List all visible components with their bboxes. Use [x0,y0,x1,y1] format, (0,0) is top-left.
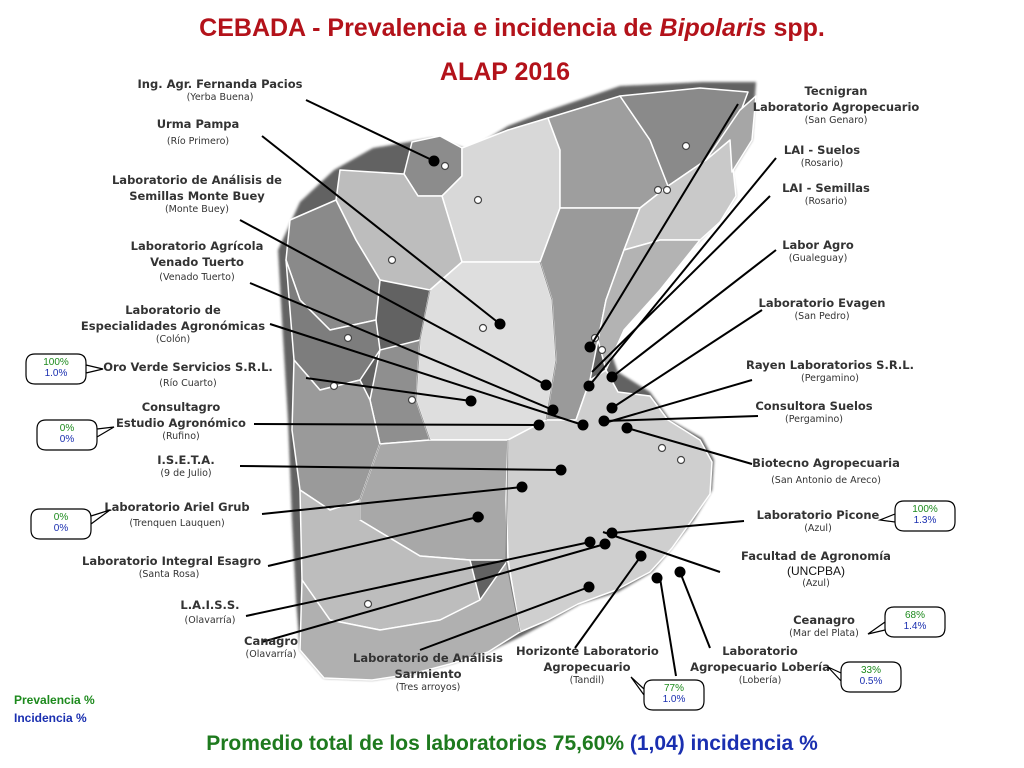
callout-horizonte: 77%1.0% [630,676,705,711]
label-lai-semillas: LAI - Semillas(Rosario) [782,181,870,207]
legend-incidencia: Incidencia % [14,711,87,725]
lab-dots [428,155,686,593]
label-pacios: Ing. Agr. Fernanda Pacios(Yerba Buena) [137,77,303,103]
leader-lines [239,99,777,677]
label-ceanagro: Ceanagro(Mar del Plata) [789,613,859,639]
label-iseta: I.S.E.T.A.(9 de Julio) [157,453,215,479]
callout-consultagro: 0%0% [36,419,115,451]
province-misiones [705,95,757,173]
callout-ceanagro: 68%1.4% [867,606,946,638]
label-rayen: Rayen Laboratorios S.R.L.(Pergamino) [746,358,914,384]
title-year: ALAP 2016 [439,58,571,86]
label-lai-suelos: LAI - Suelos(Rosario) [783,143,861,169]
footer-average: Promedio total de los laboratorios 75,60… [206,732,818,755]
legend-prevalencia: Prevalencia % [14,693,95,707]
province-entrerios [597,239,701,371]
province-rionegro [299,559,521,681]
callout-picone: 100%1.3% [877,500,956,532]
provinces [285,87,757,681]
province-buenosaires [505,369,713,633]
label-laiss: L.A.I.S.S.(Olavarría) [180,598,240,626]
label-biotecno: Biotecno Agropecuaria(San Antonio de Are… [752,456,900,486]
label-ariel-grub: Laboratorio Ariel Grub(Trenquen Lauquen) [104,500,250,529]
label-esagro: Laboratorio Integral Esagro(Santa Rosa) [82,554,262,580]
label-consultora-suelos: Consultora Suelos(Pergamino) [755,399,873,425]
callout-oro-verde: 100%1.0% [25,353,104,385]
label-canagro: Canagro(Olavarría) [244,634,298,660]
title: CEBADA - Prevalencia e incidencia de Bip… [199,14,825,42]
province-santiago [441,117,561,263]
label-oro-verde: Oro Verde Servicios S.R.L.(Río Cuarto) [103,360,273,389]
callout-ariel-grub: 0%0% [30,508,111,540]
label-evagen: Laboratorio Evagen(San Pedro) [758,296,886,322]
label-labor-agro: Labor Agro(Gualeguay) [782,238,854,264]
label-facultad: Facultad de Agronomía(UNCPBA)(Azul) [741,549,891,589]
callout-loberia: 33%0.5% [827,661,902,693]
label-urma-pampa: Urma Pampa(Río Primero) [156,117,240,147]
label-picone: Laboratorio Picone(Azul) [756,508,880,534]
province-cordoba [415,261,557,441]
